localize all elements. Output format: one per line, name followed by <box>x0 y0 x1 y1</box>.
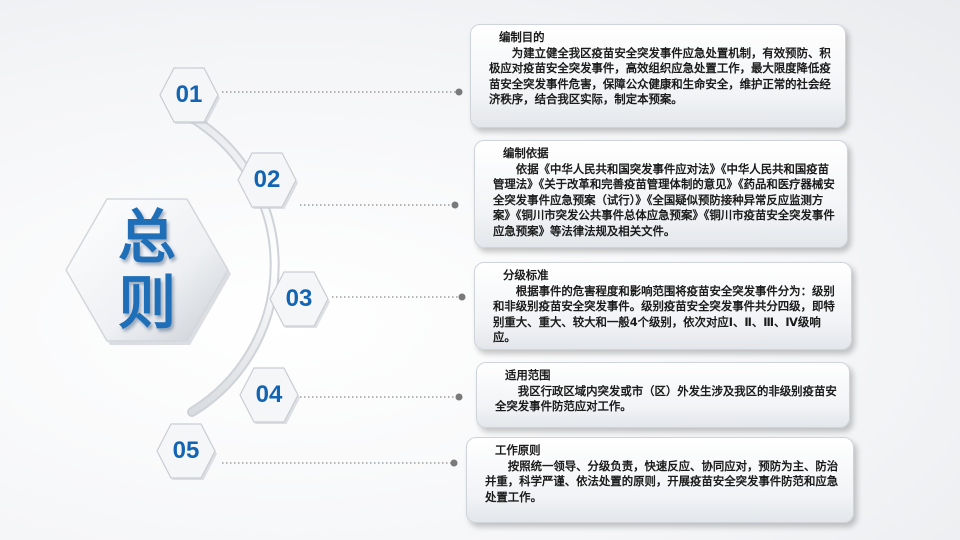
section-card-05: 工作原则 按照统一领导、分级负责，快速反应、协同应对，预防为主、防治并重，科学严… <box>466 437 854 523</box>
section-number: 04 <box>255 381 283 408</box>
section-heading: 编制依据 <box>503 146 549 160</box>
section-heading: 适用范围 <box>505 368 551 382</box>
section-number-badge-02: 02 <box>236 151 298 209</box>
section-number-badge-03: 03 <box>268 270 330 328</box>
title-hexagon: 总 则 <box>62 195 232 345</box>
section-card-03: 分级标准 根据事件的危害程度和影响范围将疫苗安全突发事件分为：级别和非级别疫苗安… <box>474 262 852 350</box>
section-number-badge-05: 05 <box>155 422 217 480</box>
section-heading: 工作原则 <box>495 443 541 457</box>
connector-lines <box>222 91 462 464</box>
section-number: 05 <box>172 437 200 464</box>
section-heading: 编制目的 <box>499 30 545 44</box>
title-char-1: 总 <box>117 203 176 271</box>
section-number: 03 <box>285 285 313 312</box>
title-char-2: 则 <box>117 269 176 337</box>
section-body: 为建立健全我区疫苗安全突发事件应急处置机制，有效预防、积极应对疫苗安全突发事件，… <box>489 45 831 107</box>
section-heading: 分级标准 <box>503 268 549 282</box>
page-title: 总 则 <box>62 195 232 345</box>
section-card-04: 适用范围 我区行政区域内突发或市（区）外发生涉及我区的非级别疫苗安全突发事件防范… <box>476 362 850 428</box>
section-number-badge-01: 01 <box>158 66 220 124</box>
section-card-01: 编制目的 为建立健全我区疫苗安全突发事件应急处置机制，有效预防、积极应对疫苗安全… <box>470 24 846 128</box>
section-body: 我区行政区域内突发或市（区）外发生涉及我区的非级别疫苗安全突发事件防范应对工作。 <box>495 383 837 414</box>
section-body: 依据《中华人民共和国突发事件应对法》《中华人民共和国疫苗管理法》《关于改革和完善… <box>493 161 835 238</box>
section-body: 根据事件的危害程度和影响范围将疫苗安全突发事件分为：级别和非级别疫苗安全突发事件… <box>493 283 835 345</box>
section-number: 01 <box>175 81 203 108</box>
section-body: 按照统一领导、分级负责，快速反应、协同应对，预防为主、防治并重，科学严谨、依法处… <box>485 458 839 504</box>
connector-dots <box>450 88 466 467</box>
section-card-02: 编制依据 依据《中华人民共和国突发事件应对法》《中华人民共和国疫苗管理法》《关于… <box>474 140 848 248</box>
section-number-badge-04: 04 <box>238 366 300 424</box>
section-number: 02 <box>253 166 281 193</box>
